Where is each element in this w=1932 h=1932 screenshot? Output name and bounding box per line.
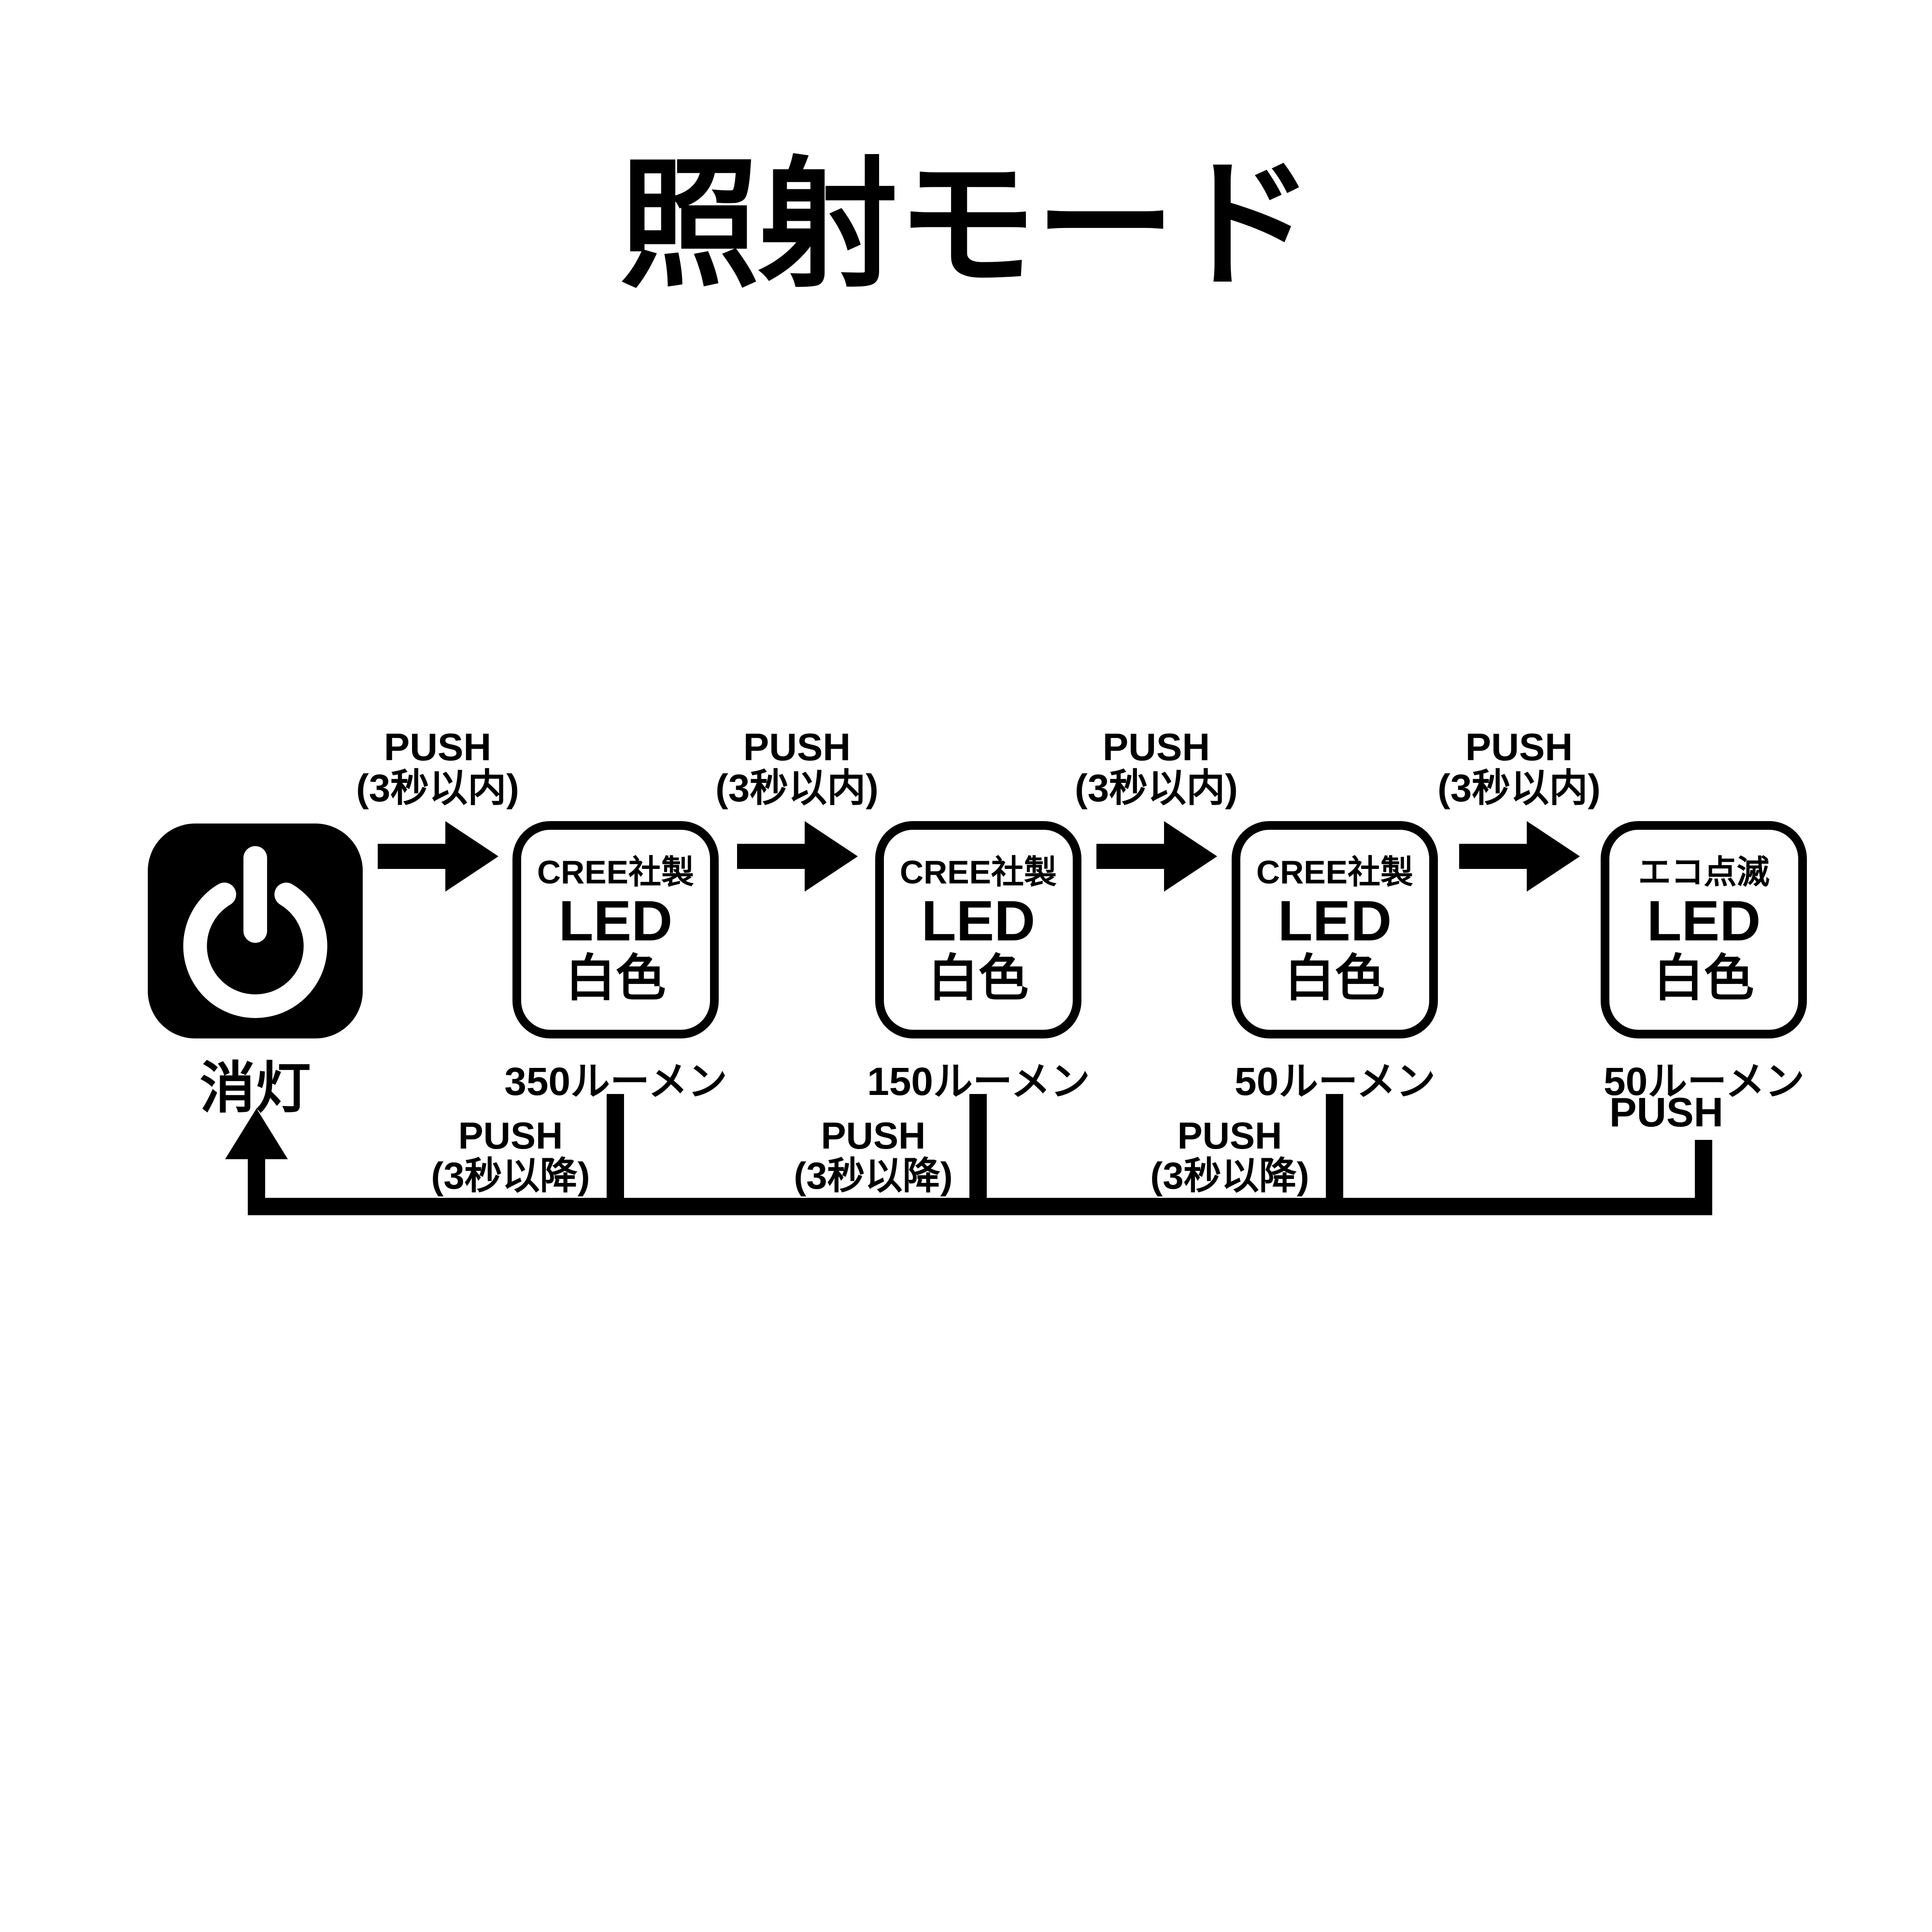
arrow-head [805,821,858,892]
push-label-line1: PUSH [1102,725,1210,768]
forward-arrow-icon [378,821,498,892]
mode-color-label: 白色 [1284,950,1385,1007]
power-symbol-icon [183,846,327,1018]
arrow-shaft [1096,844,1164,869]
mode-maker-label: CREE社製 [1256,853,1413,891]
push-after-3s-label: PUSH (3秒以降) [1085,1116,1375,1195]
mode-maker-label: CREE社製 [900,853,1057,891]
mode-box-150-lumen: CREE社製 LED 白色 [875,821,1081,1038]
arrow-head [1527,821,1580,892]
return-drop-line [1326,1094,1343,1215]
mode-color-label: 白色 [565,950,666,1007]
push-label-line1: PUSH [1177,1114,1282,1157]
arrow-shaft [378,844,445,869]
push-within-3s-label: PUSH (3秒以内) [1374,725,1664,810]
push-label-line2: (3秒以降) [431,1154,590,1197]
push-label-line2: (3秒以降) [1150,1154,1309,1197]
mode-led-label: LED [1278,889,1392,953]
mode-color-label: 白色 [928,950,1029,1007]
forward-arrow-icon [1096,821,1217,892]
push-label-line2: (3秒以内) [1437,766,1601,810]
mode-box-350-lumen: CREE社製 LED 白色 [512,821,719,1038]
arrow-shaft [1459,844,1527,869]
lumens-label: 50ルーメン [1604,1060,1804,1104]
power-button-icon [148,824,363,1038]
return-drop-line [607,1094,624,1215]
push-within-3s-label: PUSH (3秒以内) [652,725,942,810]
arrow-head [445,821,498,892]
mode-led-label: LED [558,889,673,953]
push-after-3s-label: PUSH (3秒以降) [728,1116,1018,1195]
push-label-line1: PUSH [821,1114,926,1157]
push-label-line1: PUSH [1465,725,1573,768]
mode-led-label: LED [1647,889,1761,953]
push-label-line2: (3秒以内) [356,766,519,810]
return-up-arrow-icon [225,1108,288,1159]
push-label-line2: (3秒以内) [1075,766,1238,810]
forward-arrow-icon [1459,821,1580,892]
push-after-3s-label: PUSH (3秒以降) [366,1116,655,1195]
page-title: 照射モード [619,147,1314,303]
final-push-label: PUSH [1609,1090,1724,1136]
push-label-line1: PUSH [743,725,851,768]
push-label-line1: PUSH [384,725,492,768]
mode-led-label: LED [921,889,1036,953]
push-label-line2: (3秒以内) [715,766,879,810]
arrow-head [1164,821,1217,892]
forward-arrow-icon [737,821,858,892]
push-within-3s-label: PUSH (3秒以内) [293,725,582,810]
mode-box-50-lumen: CREE社製 LED 白色 [1232,821,1438,1038]
mode-maker-label: エコ点滅 [1638,853,1770,891]
mode-color-label: 白色 [1653,950,1754,1007]
return-up-arrow-shaft [248,1154,265,1215]
push-label-line2: (3秒以降) [794,1154,953,1197]
push-label-line1: PUSH [458,1114,563,1157]
mode-maker-label: CREE社製 [537,853,694,891]
mode-box-eco-blink: エコ点滅 LED 白色 [1601,821,1807,1038]
return-drop-line [969,1094,987,1215]
push-within-3s-label: PUSH (3秒以内) [1011,725,1301,810]
arrow-shaft [737,844,805,869]
return-horizontal-line [248,1198,1712,1215]
